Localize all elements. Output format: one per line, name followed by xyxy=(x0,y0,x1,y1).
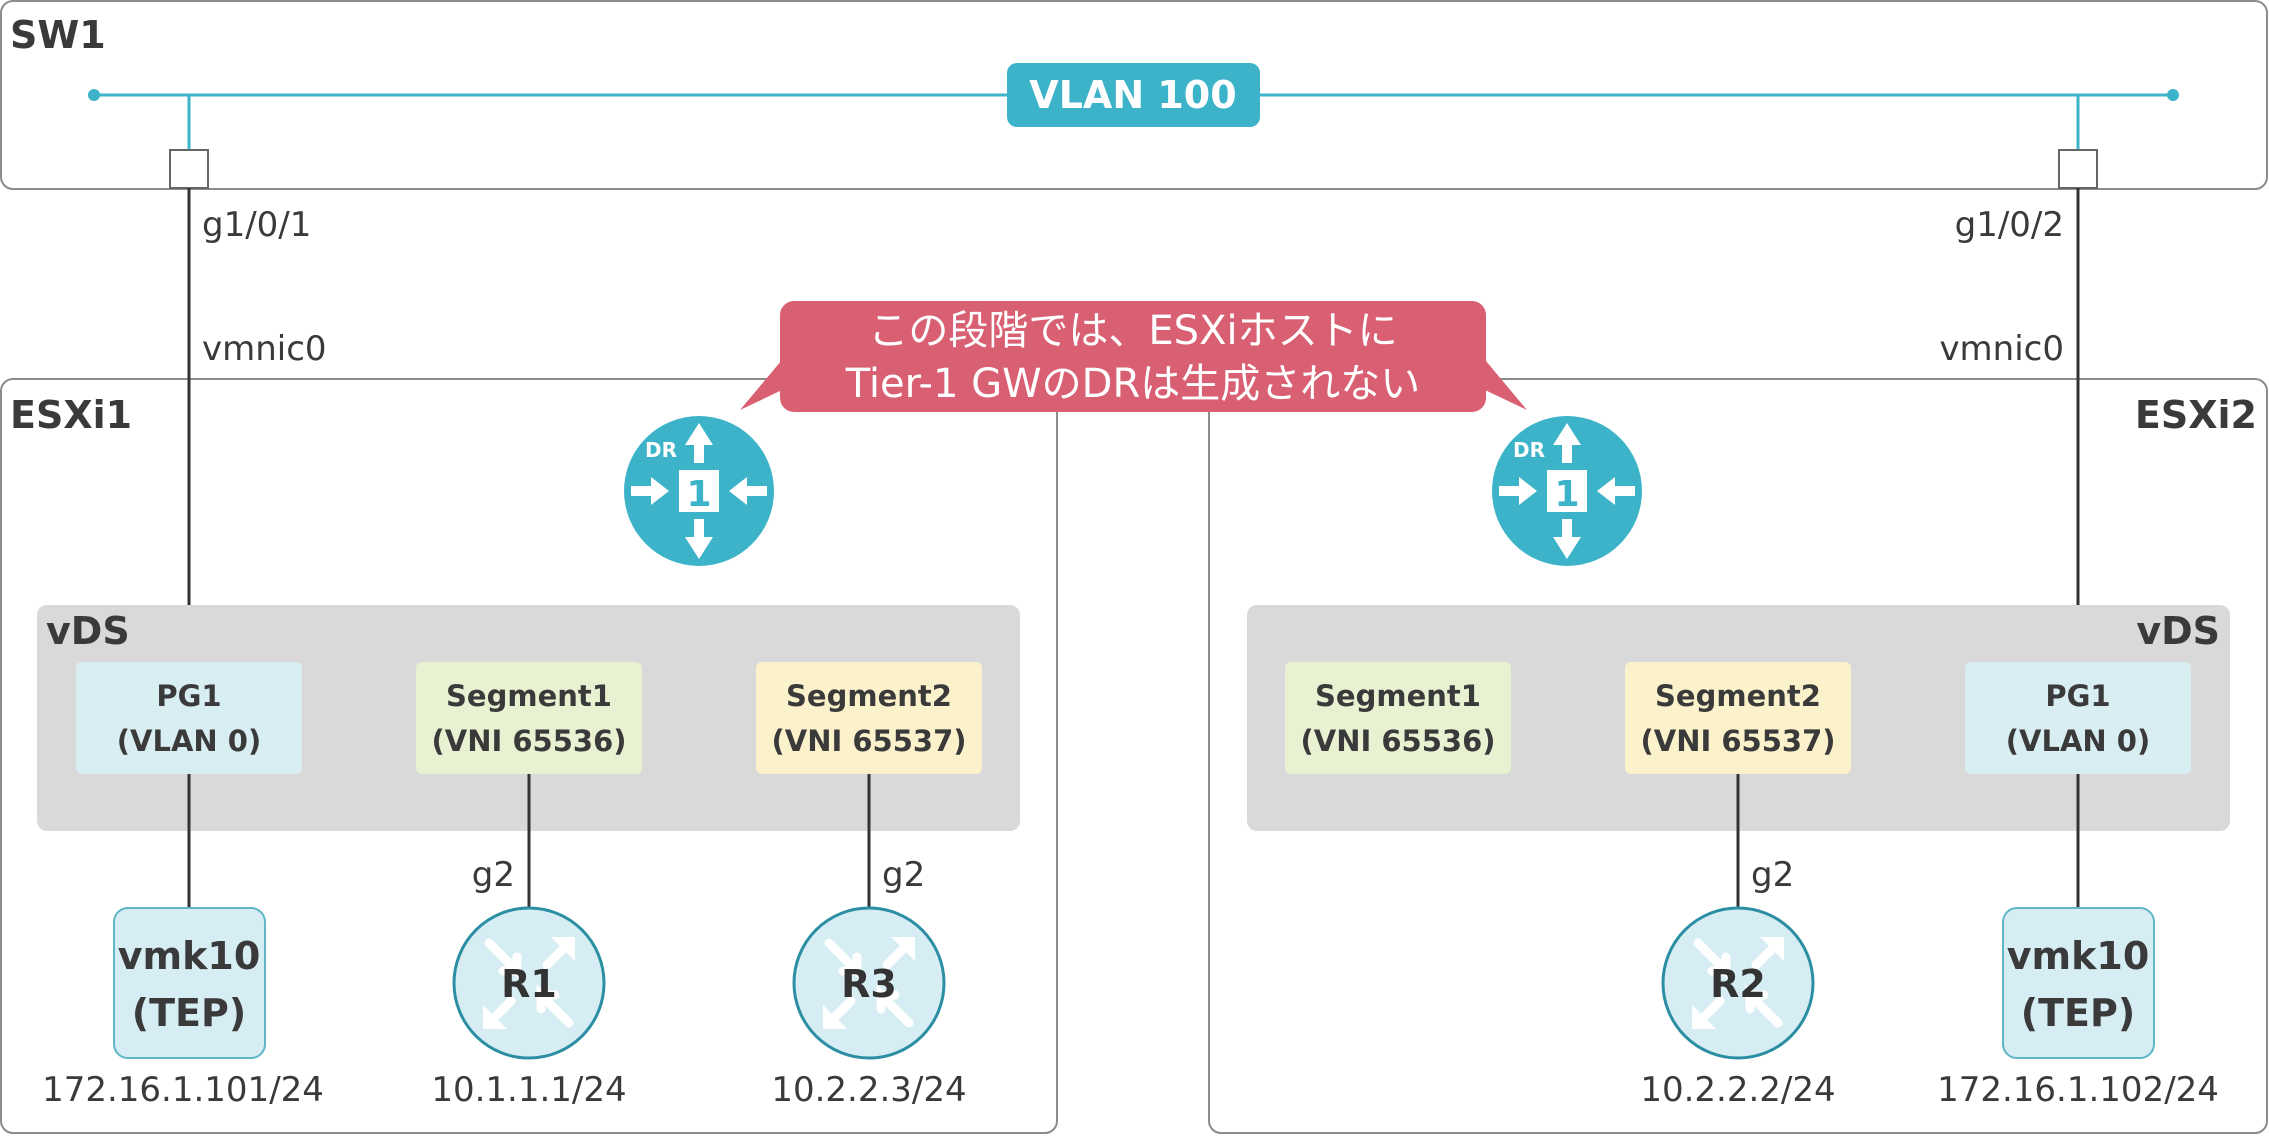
esxi1-vmk-ip: 172.16.1.101/24 xyxy=(42,1070,324,1110)
port-label-right: g1/0/2 xyxy=(1955,205,2064,245)
r1-ip: 10.1.1.1/24 xyxy=(431,1070,626,1110)
vlan-bus-end-right xyxy=(2167,89,2179,101)
esxi2-vds-label: vDS xyxy=(2136,609,2220,653)
esxi2-dr-tag: DR xyxy=(1513,438,1545,462)
port-label-left: g1/0/1 xyxy=(202,205,311,245)
esxi1-pg1-name: PG1 xyxy=(156,679,221,713)
router-r3: R3 xyxy=(792,906,946,1060)
esxi1-dr-arrow-left xyxy=(631,477,669,505)
esxi2-segment1-name: Segment1 xyxy=(1315,679,1481,713)
esxi2-vmk-ip: 172.16.1.102/24 xyxy=(1937,1070,2219,1110)
r2-iface-label: g2 xyxy=(1751,855,1794,895)
esxi1-dr-arrow-right xyxy=(729,477,767,505)
callout-line2: Tier-1 GWのDRは生成されない xyxy=(845,361,1421,407)
esxi2-dr-arrow-left xyxy=(1499,477,1537,505)
esxi1-segment2-box xyxy=(756,662,982,774)
vlan-badge xyxy=(1007,63,1260,127)
port-g1-0-1 xyxy=(169,149,209,189)
esxi1-vmk-tep: (TEP) xyxy=(132,991,246,1035)
router-r1: R1 xyxy=(452,906,606,1060)
esxi2-segment2-name: Segment2 xyxy=(1655,679,1821,713)
r2-ip: 10.2.2.2/24 xyxy=(1640,1070,1835,1110)
esxi1-segment1: Segment1 (VNI 65536) xyxy=(416,662,642,774)
callout-box xyxy=(780,301,1486,412)
esxi2-segment1-vni: (VNI 65536) xyxy=(1301,724,1496,758)
r3-label: R3 xyxy=(841,962,897,1006)
esxi1-pg1: PG1 (VLAN 0) xyxy=(76,662,302,774)
esxi1-dr-number: 1 xyxy=(686,474,711,515)
esxi2-segment2: Segment2 (VNI 65537) xyxy=(1625,662,1851,774)
esxi2-label: ESXi2 xyxy=(2135,393,2257,437)
esxi1-label: ESXi1 xyxy=(10,393,132,437)
esxi1-vmnic-label: vmnic0 xyxy=(202,329,327,369)
vlan-bus-end-left xyxy=(88,89,100,101)
esxi2-dr-arrow-up xyxy=(1553,423,1581,463)
esxi1-segment1-box xyxy=(416,662,642,774)
sw1-label: SW1 xyxy=(10,13,106,57)
esxi1-dr-tag: DR xyxy=(645,438,677,462)
r1-label: R1 xyxy=(501,962,557,1006)
esxi2-vmk-box xyxy=(2002,907,2155,1059)
r1-iface-label: g2 xyxy=(472,855,515,895)
esxi2-vmnic-label: vmnic0 xyxy=(1939,329,2064,369)
r3-ip: 10.2.2.3/24 xyxy=(771,1070,966,1110)
esxi2-vmk-tep: (TEP) xyxy=(2021,991,2135,1035)
esxi1-segment1-name: Segment1 xyxy=(446,679,612,713)
esxi2-vmk10: vmk10 (TEP) xyxy=(2002,907,2155,1059)
r2-label: R2 xyxy=(1710,962,1766,1006)
esxi1-segment2-name: Segment2 xyxy=(786,679,952,713)
esxi2-segment2-box xyxy=(1625,662,1851,774)
esxi1-vds-label: vDS xyxy=(46,609,130,653)
esxi2-segment1-box xyxy=(1285,662,1511,774)
esxi2-dr-number: 1 xyxy=(1554,474,1579,515)
esxi1-dr-router: 1 DR xyxy=(624,416,774,566)
esxi2-pg1-box xyxy=(1965,662,2191,774)
esxi2-segment1: Segment1 (VNI 65536) xyxy=(1285,662,1511,774)
esxi2-pg1: PG1 (VLAN 0) xyxy=(1965,662,2191,774)
callout-line1: この段階では、ESXiホストに xyxy=(868,308,1397,354)
callout: この段階では、ESXiホストに Tier-1 GWのDRは生成されない xyxy=(740,301,1527,412)
esxi1-dr-arrow-up xyxy=(685,423,713,463)
esxi2-pg1-vlan: (VLAN 0) xyxy=(2006,724,2150,758)
esxi1-segment2-vni: (VNI 65537) xyxy=(772,724,967,758)
esxi1-pg1-box xyxy=(76,662,302,774)
esxi2-vmk-name: vmk10 xyxy=(2007,934,2150,978)
esxi2-pg1-name: PG1 xyxy=(2045,679,2110,713)
esxi1-segment1-vni: (VNI 65536) xyxy=(432,724,627,758)
esxi2-dr-arrow-right xyxy=(1597,477,1635,505)
esxi1-vmk10: vmk10 (TEP) xyxy=(113,907,266,1059)
esxi1-vmk-name: vmk10 xyxy=(118,934,261,978)
router-r2: R2 xyxy=(1661,906,1815,1060)
esxi2-segment2-vni: (VNI 65537) xyxy=(1641,724,1836,758)
vlan-badge-label: VLAN 100 xyxy=(1029,73,1236,117)
esxi1-segment2: Segment2 (VNI 65537) xyxy=(756,662,982,774)
esxi1-pg1-vlan: (VLAN 0) xyxy=(117,724,261,758)
r3-iface-label: g2 xyxy=(882,855,925,895)
esxi2-dr-arrow-down xyxy=(1553,519,1581,559)
port-g1-0-2 xyxy=(2058,149,2098,189)
sw1-switch: SW1 VLAN 100 xyxy=(0,0,2268,190)
esxi2-dr-router: 1 DR xyxy=(1492,416,1642,566)
esxi1-dr-arrow-down xyxy=(685,519,713,559)
esxi1-vmk-box xyxy=(113,907,266,1059)
